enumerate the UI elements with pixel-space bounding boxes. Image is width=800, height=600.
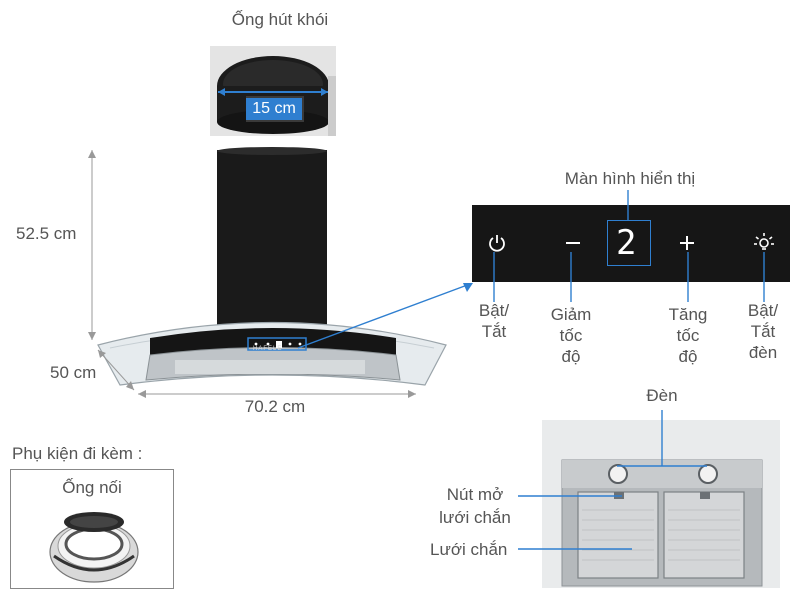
minus-icon	[566, 242, 580, 244]
hood-brand-logo: HAFELE	[253, 346, 283, 352]
power-label: Bật/Tắt	[478, 301, 510, 341]
accessory-box: Ống nối	[10, 469, 174, 589]
duct-pipe-image	[210, 46, 336, 136]
display-digit: 2	[616, 223, 637, 263]
duct-photo: 15 cm	[210, 46, 336, 136]
underside-image	[542, 420, 780, 588]
width-label: 70.2 cm	[244, 397, 306, 416]
underside-leader-lines	[518, 410, 707, 550]
light-bulb-icon	[754, 233, 774, 250]
hood-control-highlight	[247, 337, 307, 351]
accessory-item-label: Ống nối	[62, 478, 122, 497]
control-panel: 2	[472, 205, 790, 282]
height-label: 52.5 cm	[16, 224, 77, 243]
connector-pipe-image	[49, 512, 139, 583]
display-title: Màn hình hiển thị	[564, 169, 696, 188]
filter-label: Lưới chắn	[430, 540, 508, 559]
depth-label: 50 cm	[50, 363, 97, 382]
hood-chimney	[217, 150, 327, 328]
control-pointer-arrow	[297, 283, 473, 349]
underside-photo	[542, 420, 780, 588]
duct-diameter-label: 15 cm	[246, 98, 302, 120]
accessories-title: Phụ kiện đi kèm :	[12, 444, 143, 463]
power-icon	[489, 235, 505, 252]
duct-title: Ống hút khói	[231, 10, 329, 29]
underside-light-label: Đèn	[646, 386, 678, 405]
panel-leader-lines	[493, 190, 765, 302]
display-screen: 2	[607, 220, 651, 266]
plus-icon	[680, 236, 694, 250]
